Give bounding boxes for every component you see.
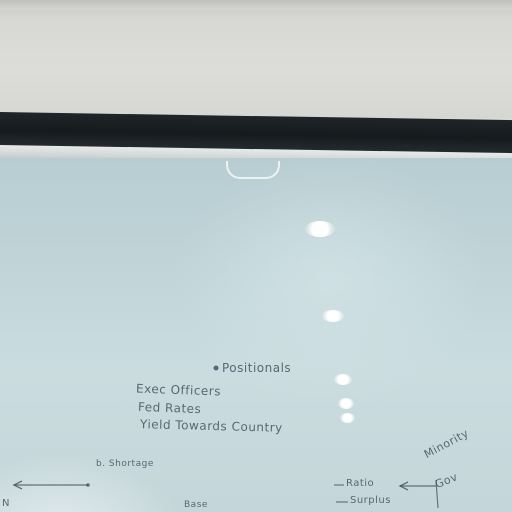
light-glare-5: [340, 413, 355, 423]
right-arrowhead: [398, 481, 409, 491]
right-bracket: [435, 479, 439, 509]
left-arrowhead: [12, 480, 23, 490]
note-bullet-1: Positionals: [222, 361, 292, 375]
bullet-dot: [213, 365, 219, 371]
note-right-2: Surplus: [350, 495, 391, 506]
light-glare-2: [322, 310, 344, 322]
whiteboard: [0, 158, 512, 512]
ceiling: [0, 0, 512, 118]
note-bottom-left: N: [2, 498, 10, 509]
note-left-label: b. Shortage: [96, 459, 154, 469]
light-glare-3: [334, 374, 352, 385]
note-right-1: Ratio: [346, 478, 375, 489]
light-glare-4: [338, 398, 354, 409]
ceiling-edge: [0, 0, 512, 10]
screen-pull-handle[interactable]: [226, 161, 280, 179]
light-glare-1: [305, 221, 335, 237]
note-bottom-mid: Base: [184, 500, 208, 510]
